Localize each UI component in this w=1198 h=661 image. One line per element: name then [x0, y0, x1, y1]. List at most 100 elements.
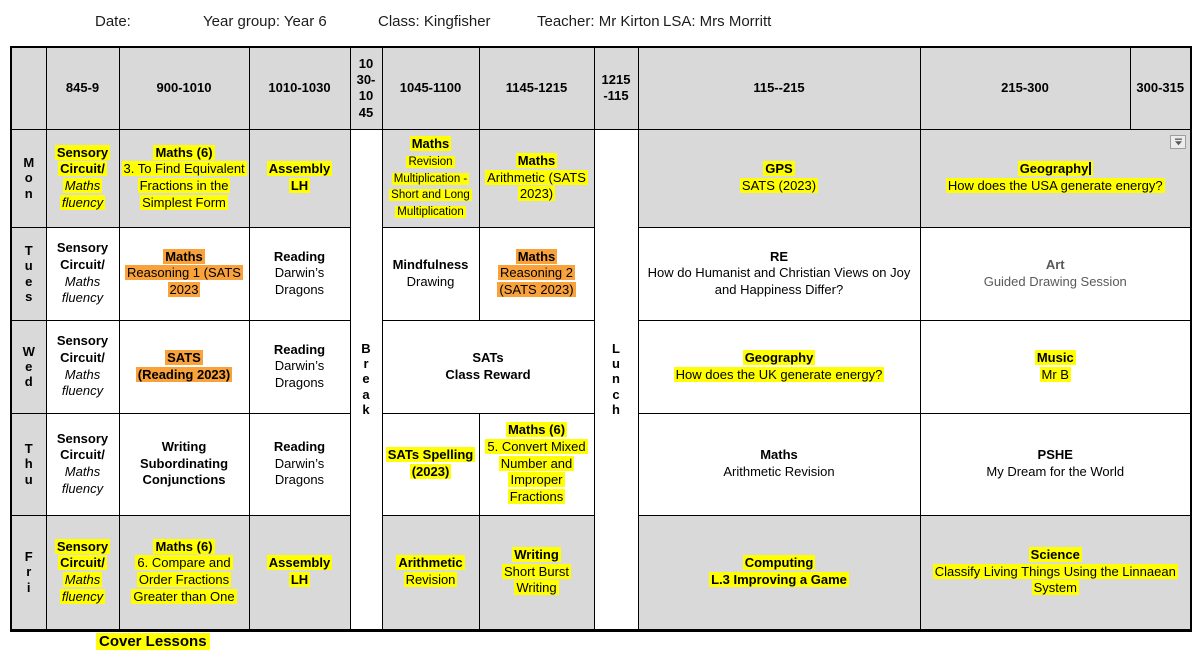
lesson-line: How does the USA generate energy?	[923, 178, 1189, 195]
lesson-line: Arithmetic	[385, 555, 477, 572]
lesson-line: Music	[923, 349, 1189, 367]
lesson-text: Assembly	[266, 555, 333, 571]
lesson-text: How does the USA generate energy?	[945, 178, 1165, 193]
break-column: B r e a k	[349, 128, 383, 631]
lesson-line: How do Humanist and Christian Views on J…	[641, 265, 918, 298]
lesson-line: Writing	[482, 547, 592, 564]
lesson-text: Maths fluency	[61, 464, 104, 496]
cover-lessons-note: Cover Lessons	[96, 633, 210, 650]
lesson-text: Drawing	[406, 273, 455, 289]
lesson-line: Reading	[252, 439, 348, 456]
lesson-line: Geography	[923, 161, 1189, 178]
lesson-line: RE	[641, 249, 918, 266]
lesson-line: Sensory Circuit/	[49, 240, 117, 273]
lesson-text: PSHE	[1037, 447, 1073, 463]
lesson-text: Sensory Circuit/	[56, 333, 109, 365]
year-group-label: Year group: Year 6	[203, 13, 327, 30]
lesson-text: Geography	[742, 349, 816, 365]
cover-lessons-text: Cover Lessons	[96, 633, 210, 650]
lesson-text: How does the UK generate energy?	[673, 366, 885, 382]
lesson-line: Darwin’s Dragons	[252, 358, 348, 391]
lesson-text: Mindfulness	[392, 256, 469, 272]
lesson-line: Drawing	[385, 274, 477, 291]
lesson-text: Maths (6)	[153, 538, 215, 554]
lesson-line: Subordinating Conjunctions	[122, 456, 247, 489]
lesson-text: Maths fluency	[59, 572, 106, 604]
lesson-line: Maths fluency	[49, 464, 117, 497]
lesson-text: 5. Convert Mixed Number and Improper Fra…	[485, 439, 588, 504]
lesson-text: SATS (2023)	[739, 178, 819, 193]
table-row-thu: T h u Sensory Circuit/Maths fluency Writin…	[10, 412, 1192, 516]
lesson-text: 3. To Find Equivalent Fractions in the S…	[121, 161, 247, 210]
lesson-text: Maths	[760, 447, 798, 463]
lesson-line: Computing	[641, 555, 918, 572]
lesson-line: Maths	[122, 248, 247, 266]
time-header-2: 1010-1030	[248, 46, 351, 130]
day-label-fri: F r i	[10, 514, 47, 631]
lesson-cell-fri-0: Sensory Circuit/Maths fluency	[45, 514, 120, 631]
lesson-line: SATs Spelling (2023)	[385, 447, 477, 480]
lesson-text: Reasoning 2 (SATS 2023)	[497, 265, 576, 297]
lesson-line: GPS	[641, 161, 918, 178]
lesson-text: Darwin’s Dragons	[274, 265, 325, 297]
lesson-line: Reading	[252, 249, 348, 266]
lesson-line: 5. Convert Mixed Number and Improper Fra…	[482, 439, 592, 506]
lesson-text: Writing	[161, 439, 207, 455]
lesson-text: How do Humanist and Christian Views on J…	[647, 265, 911, 297]
lesson-cell-fri-1: Maths (6)6. Compare and Order Fractions …	[118, 514, 250, 631]
lesson-text: Revision	[403, 572, 458, 587]
lesson-text: Sensory Circuit/	[56, 240, 109, 272]
lesson-text: SATs	[472, 349, 504, 365]
lesson-text: L.3 Improving a Game	[709, 572, 849, 587]
lesson-line: Sensory Circuit/	[49, 538, 117, 572]
lesson-text: Classify Living Things Using the Linnaea…	[932, 563, 1178, 596]
lesson-line: SATs	[385, 350, 592, 367]
lesson-text: Arithmetic (SATS 2023)	[485, 169, 588, 202]
dropdown-arrow-icon[interactable]	[1170, 134, 1186, 149]
lesson-text: Sensory Circuit/	[54, 144, 111, 177]
day-label-text: F r i	[24, 549, 33, 595]
lesson-text: 6. Compare and Order Fractions Greater t…	[131, 555, 237, 604]
lesson-line: L.3 Improving a Game	[641, 572, 918, 589]
class-label: Class: Kingfisher	[378, 13, 491, 30]
lesson-text: Maths	[515, 248, 558, 264]
lesson-line: Sensory Circuit/	[49, 431, 117, 464]
time-header-0: 845-9	[45, 46, 120, 130]
lesson-line: LH	[252, 178, 348, 195]
lunch-column: L u n c h	[593, 128, 639, 631]
lesson-line: Reasoning 1 (SATS 2023	[122, 265, 247, 298]
lesson-line: Geography	[641, 349, 918, 367]
lesson-line: Science	[923, 547, 1189, 564]
day-label-text: T h u	[24, 441, 33, 487]
lesson-text: Class Reward	[445, 366, 531, 382]
lesson-text: Arithmetic	[396, 555, 465, 571]
time-header-6: 1215 -115	[593, 46, 639, 130]
lesson-text: Short Burst Writing	[501, 563, 572, 596]
time-header-8: 215-300	[919, 46, 1131, 130]
lesson-text: Sensory Circuit/	[56, 430, 109, 463]
time-header-1: 900-1010	[118, 46, 250, 130]
lesson-line: Assembly	[252, 161, 348, 178]
lesson-cell-tues-0: Sensory Circuit/Maths fluency	[45, 226, 120, 321]
lesson-text: Darwin’s Dragons	[274, 358, 325, 390]
lesson-cell-wed-1: SATS(Reading 2023)	[118, 319, 250, 414]
day-label-text: M o n	[23, 155, 35, 201]
lesson-text: SATs Spelling (2023)	[385, 447, 476, 479]
lesson-line: Maths	[482, 248, 592, 266]
lesson-line: Reasoning 2 (SATS 2023)	[482, 265, 592, 298]
